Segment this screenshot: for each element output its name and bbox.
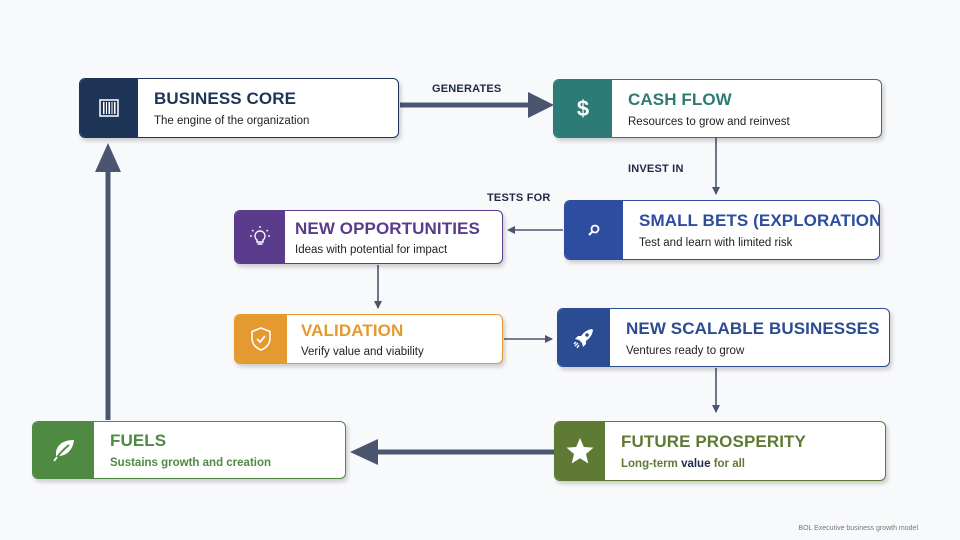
subtitle-part: Long-term (621, 458, 678, 470)
node-future-prosperity: FUTURE PROSPERITY Long-term value for al… (554, 421, 886, 481)
node-small-bets: SMALL BETS (EXPLORATION) Test and learn … (564, 200, 880, 260)
node-business-core: BUSINESS CORE The engine of the organiza… (79, 78, 399, 138)
edge-label-tests-for: TESTS FOR (487, 192, 551, 204)
lightbulb-icon (235, 211, 285, 263)
node-title: VALIDATION (301, 320, 404, 340)
node-subtitle: Sustains growth and creation (110, 457, 272, 469)
magnifier-icon (565, 201, 623, 259)
node-new-scalable-businesses: NEW SCALABLE BUSINESSES Ventures ready t… (557, 308, 890, 367)
barcode-icon (80, 79, 138, 137)
leaf-icon (33, 422, 94, 478)
node-title: FUELS (110, 431, 167, 450)
dollar-icon: $ (554, 80, 612, 137)
node-title: FUTURE PROSPERITY (621, 432, 806, 451)
node-subtitle: The engine of the organization (154, 115, 310, 127)
node-subtitle: Resources to grow and reinvest (628, 115, 790, 128)
node-cash-flow: $ CASH FLOW Resources to grow and reinve… (553, 79, 882, 138)
subtitle-part: for all (713, 458, 745, 470)
rocket-icon (558, 309, 610, 366)
node-title: NEW SCALABLE BUSINESSES (626, 318, 880, 338)
subtitle-emphasis: value (681, 458, 711, 470)
node-subtitle: Verify value and viability (301, 345, 424, 358)
node-new-opportunities: NEW OPPORTUNITIES Ideas with potential f… (234, 210, 503, 264)
star-icon (555, 422, 605, 480)
node-subtitle: Test and learn with limited risk (639, 237, 793, 249)
node-title: NEW OPPORTUNITIES (295, 218, 480, 238)
node-fuels: FUELS Sustains growth and creation (32, 421, 346, 479)
edge-label-invest-in: INVEST IN (628, 163, 684, 175)
node-title: BUSINESS CORE (154, 89, 297, 108)
node-title: CASH FLOW (628, 89, 732, 109)
node-subtitle: Ventures ready to grow (626, 344, 745, 357)
shield-check-icon (235, 315, 287, 363)
node-validation: VALIDATION Verify value and viability (234, 314, 503, 364)
node-title: SMALL BETS (EXPLORATION) (639, 211, 880, 230)
node-subtitle: Long-term value for all (621, 458, 806, 470)
edge-label-generates: GENERATES (432, 83, 502, 95)
footer-caption: BOL Executive business growth model (798, 525, 918, 532)
node-subtitle: Ideas with potential for impact (295, 243, 448, 256)
